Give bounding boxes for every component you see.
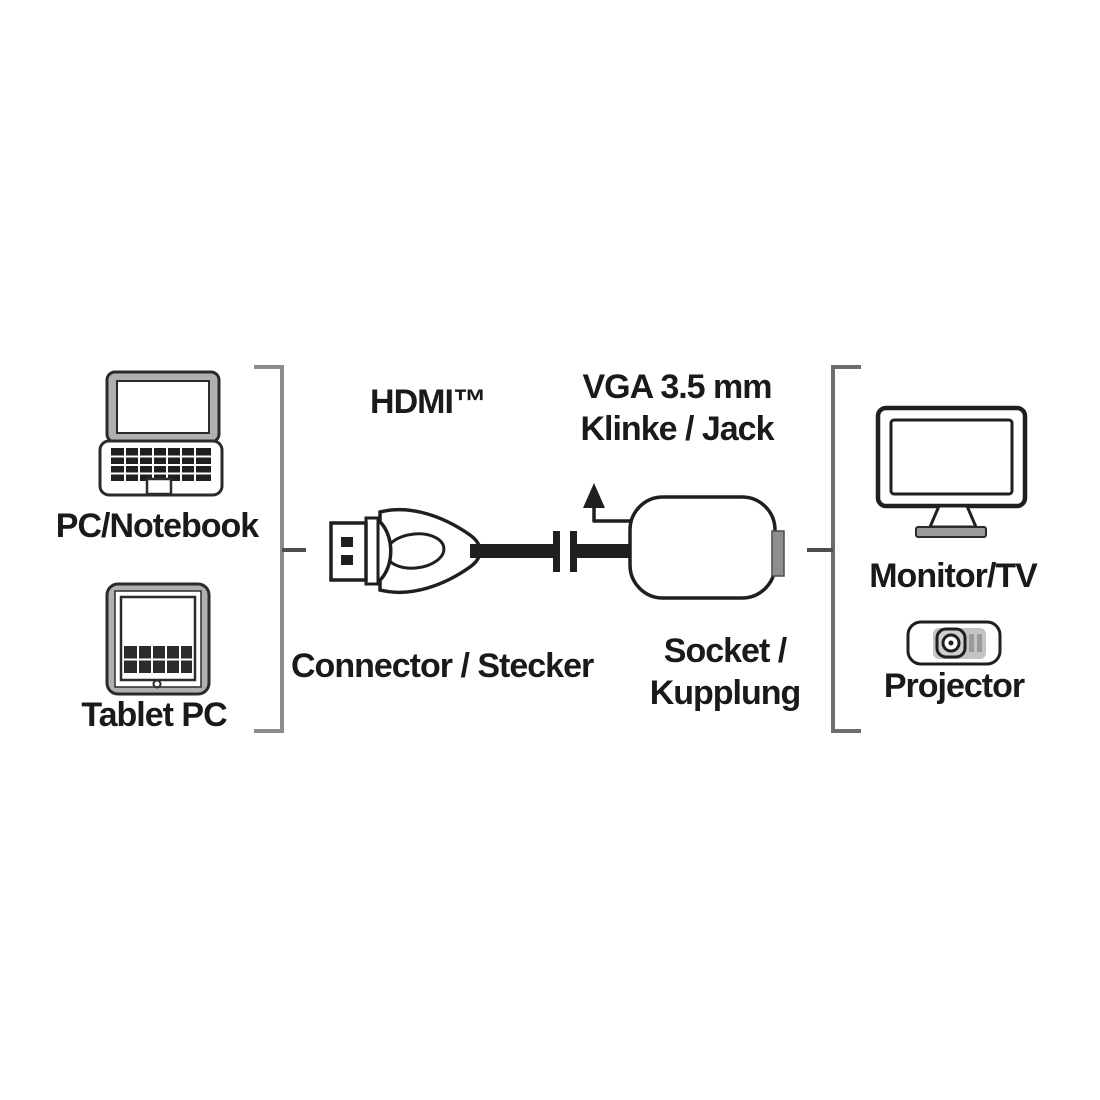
monitor-tv-label: Monitor/TV (869, 557, 1038, 595)
cable-break-icon (470, 531, 632, 572)
laptop-icon (98, 370, 224, 497)
adapter-body-icon (628, 495, 785, 600)
projector-label: Projector (883, 667, 1025, 705)
vga-type-line2: Klinke / Jack (580, 410, 774, 448)
socket-line1: Socket / (663, 632, 787, 670)
tablet-pc-label: Tablet PC (81, 696, 227, 734)
hdmi-type-label: HDMI™ (370, 383, 487, 421)
projector-icon (906, 620, 1002, 666)
vga-jack-type-label: VGA 3.5 mm Klinke / Jack (552, 366, 802, 450)
tablet-icon (105, 582, 211, 696)
socket-label: Socket / Kupplung (600, 630, 850, 714)
connector-label: Connector / Stecker (291, 647, 594, 685)
right-bracket (807, 365, 861, 733)
vga-type-line1: VGA 3.5 mm (582, 368, 772, 406)
left-bracket (254, 365, 306, 733)
vga-port-icon (771, 530, 785, 577)
monitor-icon (875, 405, 1028, 538)
up-arrow-icon (583, 483, 630, 523)
hdmi-plug-icon (329, 507, 482, 595)
pc-notebook-label: PC/Notebook (55, 507, 259, 545)
socket-line2: Kupplung (649, 674, 802, 712)
